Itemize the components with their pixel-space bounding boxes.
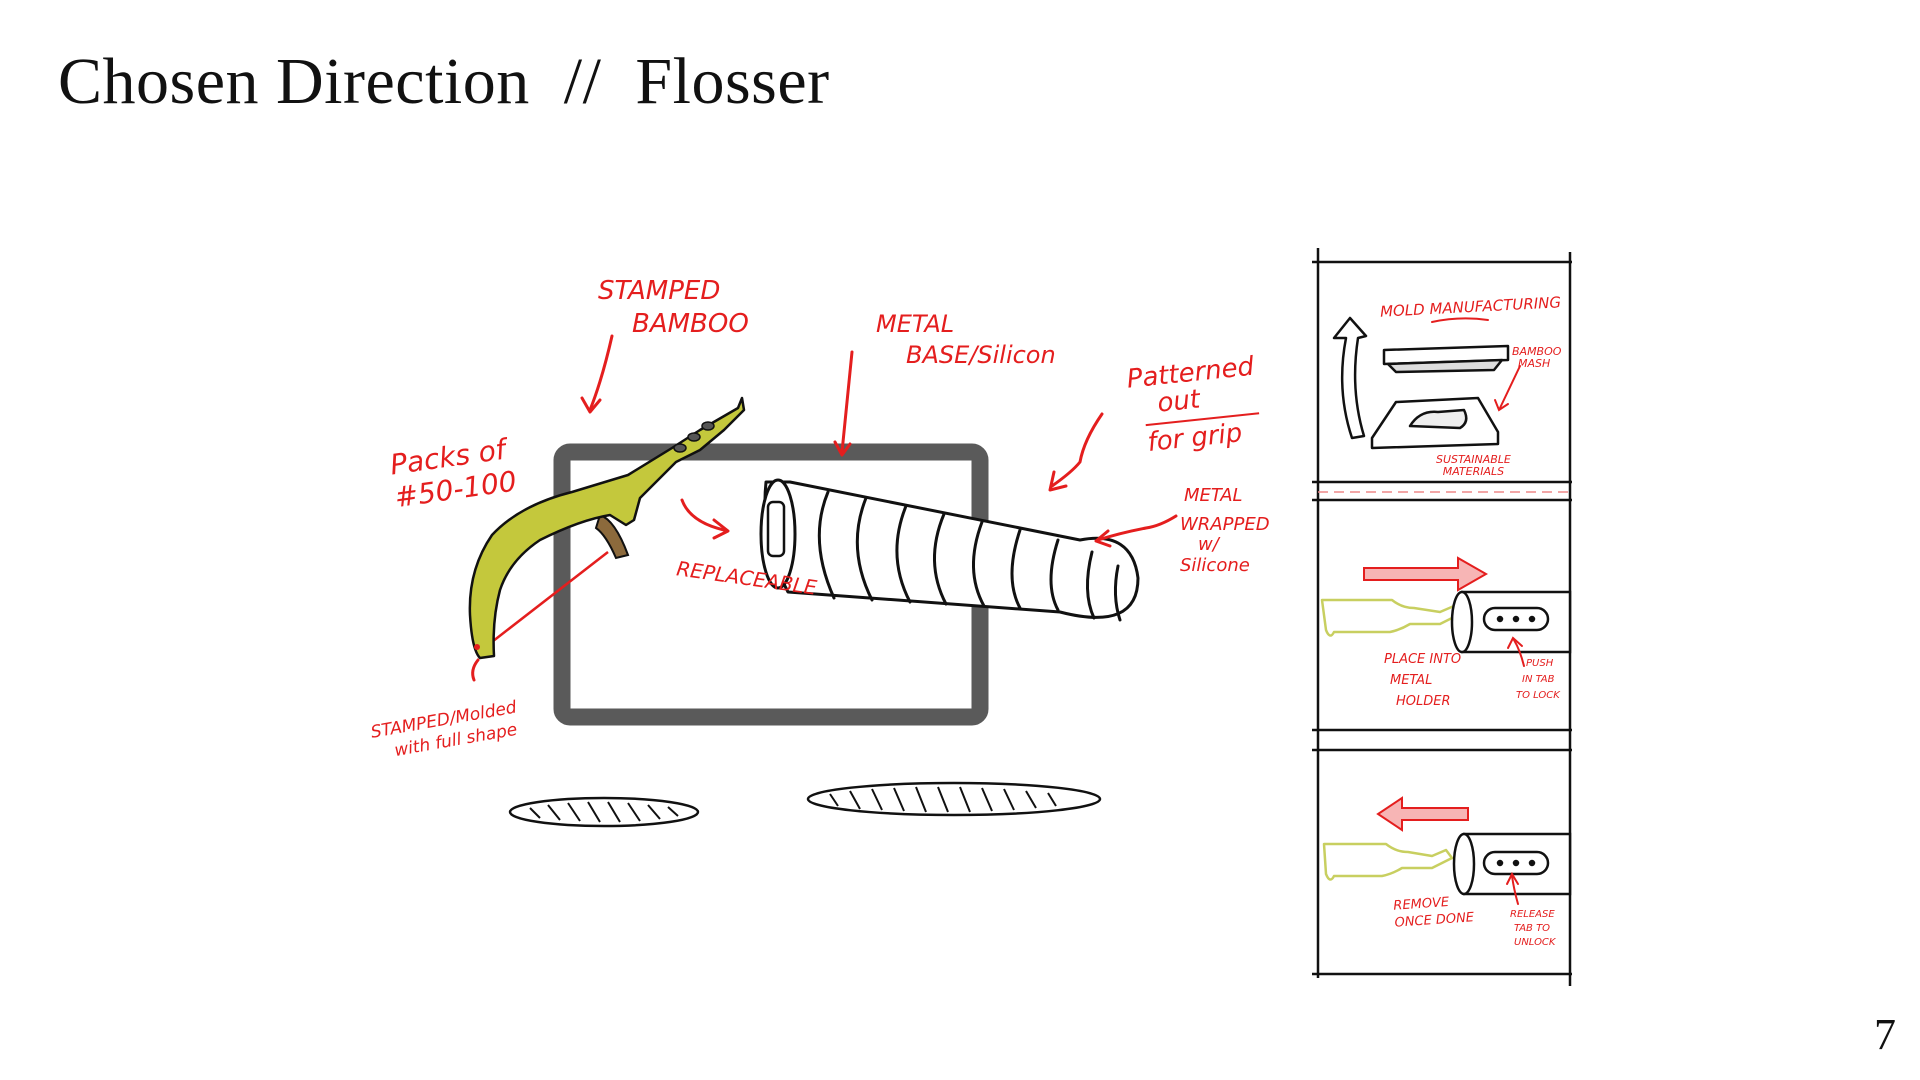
metal-holder-icon [759, 478, 1140, 622]
shadow-left [508, 796, 700, 828]
flosser-icon [468, 396, 746, 660]
page-number: 7 [1874, 1010, 1896, 1059]
panel3-release: RELEASE TAB TO UNLOCK [1510, 909, 1556, 948]
lift-arrow-icon [1332, 316, 1368, 440]
push-arrow-icon [1363, 556, 1489, 592]
panel1-bamboo-mash: BAMBOO MASH [1512, 345, 1562, 370]
panel2-place: PLACE INTO METAL HOLDER [1384, 652, 1462, 709]
annotation-metal-wrapped: METAL WRAPPED w/ Silicone [1180, 485, 1270, 577]
shadow-right [806, 781, 1102, 817]
metal-holder-small-icon [1450, 590, 1572, 654]
slide-title: Chosen Direction // Flosser [58, 45, 830, 118]
panel2-push: PUSH IN TAB TO LOCK [1516, 658, 1560, 701]
annotation-metal-base: METAL BASE/Silicon [876, 310, 1056, 370]
metal-holder-small-icon-2 [1452, 832, 1572, 896]
panel3-remove: REMOVE ONCE DONE [1392, 894, 1475, 931]
mold-icon [1370, 344, 1510, 450]
annotation-arrows [471, 334, 1178, 682]
annotation-stamped-bamboo: STAMPED BAMBOO [598, 276, 749, 340]
pull-arrow-icon [1376, 796, 1469, 832]
flosser-ghost-icon-2 [1322, 842, 1454, 881]
red-guide-line [487, 551, 609, 646]
panel1-sustainable: SUSTAINABLE MATERIALS [1436, 453, 1511, 478]
flosser-ghost-icon [1320, 598, 1462, 637]
